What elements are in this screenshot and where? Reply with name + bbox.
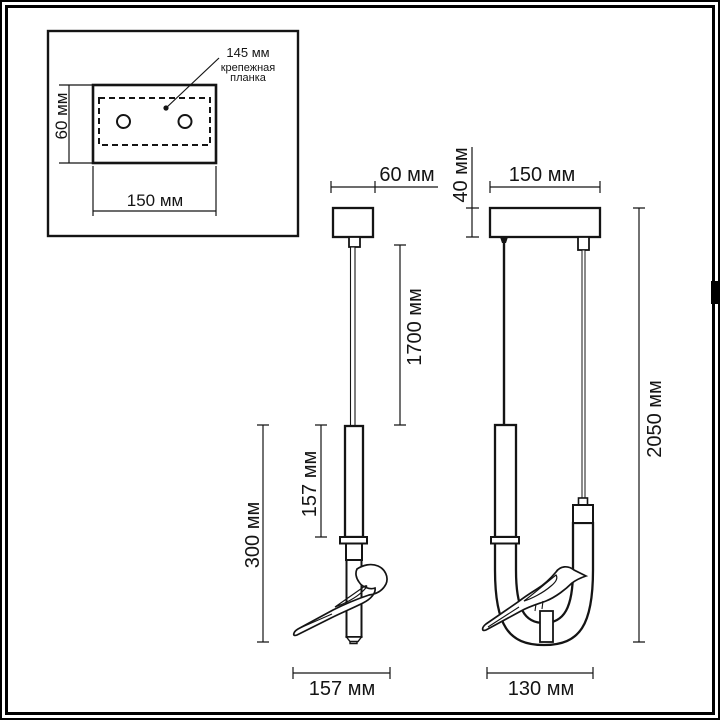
rod-top-nub xyxy=(500,237,508,243)
mounting-plate-inset: 145 мм крепежная планка 60 мм 150 мм xyxy=(46,29,300,238)
mounting-plate-outline xyxy=(91,83,218,165)
mounting-hole-right xyxy=(177,114,193,129)
lamp-stem-tube xyxy=(343,424,365,539)
stem-length-label: 157 мм xyxy=(299,451,321,517)
inset-width-dim-lines xyxy=(92,166,217,216)
bird-feet xyxy=(534,600,544,612)
fixture-width-dim xyxy=(292,667,391,679)
cord-length-dim xyxy=(394,244,406,426)
rod-fixture-width-dim xyxy=(486,667,594,679)
right-edge-tab xyxy=(711,281,720,304)
fixture-height-dim xyxy=(257,424,269,643)
cord-pendant-view: 60 мм 1700 мм 157 мм 300 мм 157 мм xyxy=(242,164,438,700)
leader-line xyxy=(165,57,220,109)
bird-body-outline xyxy=(481,566,589,632)
cord-canopy-connector xyxy=(348,236,361,248)
mounting-bracket-dashed-outline xyxy=(98,97,211,146)
suspension-cord xyxy=(349,246,356,427)
rod-canopy xyxy=(488,206,602,239)
cord-grip-neck xyxy=(577,497,589,506)
u-tube-left-stem xyxy=(493,423,518,539)
rod-canopy-width-label: 150 мм xyxy=(509,164,575,186)
bracket-label-line1: крепежная xyxy=(221,62,276,74)
rod-canopy-height-dim xyxy=(466,147,479,238)
mounting-hole-left xyxy=(116,114,131,129)
bird-tail-line xyxy=(487,606,520,628)
rod-canopy-height-label: 40 мм xyxy=(450,147,472,202)
cord-canopy-width-dim xyxy=(330,181,438,193)
u-tube xyxy=(493,521,595,647)
rod-fixture-width-label: 130 мм xyxy=(508,678,574,700)
bird-wing-line xyxy=(523,574,558,602)
cord-canopy xyxy=(331,206,375,239)
inset-height-dim-lines xyxy=(59,84,92,164)
lamp-neck xyxy=(345,542,363,561)
total-height-label: 2050 мм xyxy=(644,380,666,458)
rod-canopy-connector xyxy=(577,236,590,251)
cord-length-label: 1700 мм xyxy=(404,288,426,366)
lamp-bottom-cap xyxy=(345,636,363,645)
bird-tail-line xyxy=(299,613,333,629)
hole-spacing-label: 145 мм xyxy=(226,45,269,60)
bird-figurine-left xyxy=(292,563,388,637)
bulb-cylinder xyxy=(539,610,554,643)
bird-figurine-right xyxy=(481,566,589,632)
cord-canopy-width-label: 60 мм xyxy=(379,164,434,186)
thin-cord xyxy=(581,249,586,499)
inset-plate-height-label: 60 мм xyxy=(52,92,71,139)
stem-length-dim xyxy=(315,424,327,538)
bird-body-outline xyxy=(292,563,388,637)
frame-inner xyxy=(5,5,715,715)
u-tube-socket xyxy=(572,504,594,524)
rod-canopy-width-dim xyxy=(489,181,601,193)
bird-wing-line xyxy=(334,585,368,608)
inset-border xyxy=(46,29,300,238)
inset-plate-width-label: 150 мм xyxy=(127,191,183,210)
u-tube-flange xyxy=(490,536,520,545)
fixture-height-label: 300 мм xyxy=(242,502,264,568)
total-height-dim xyxy=(633,207,645,643)
rod-pendant-view: 150 мм 40 мм 2050 мм 130 м xyxy=(450,147,666,700)
bracket-label-line2: планка xyxy=(230,72,267,84)
fixture-width-label: 157 мм xyxy=(309,678,375,700)
